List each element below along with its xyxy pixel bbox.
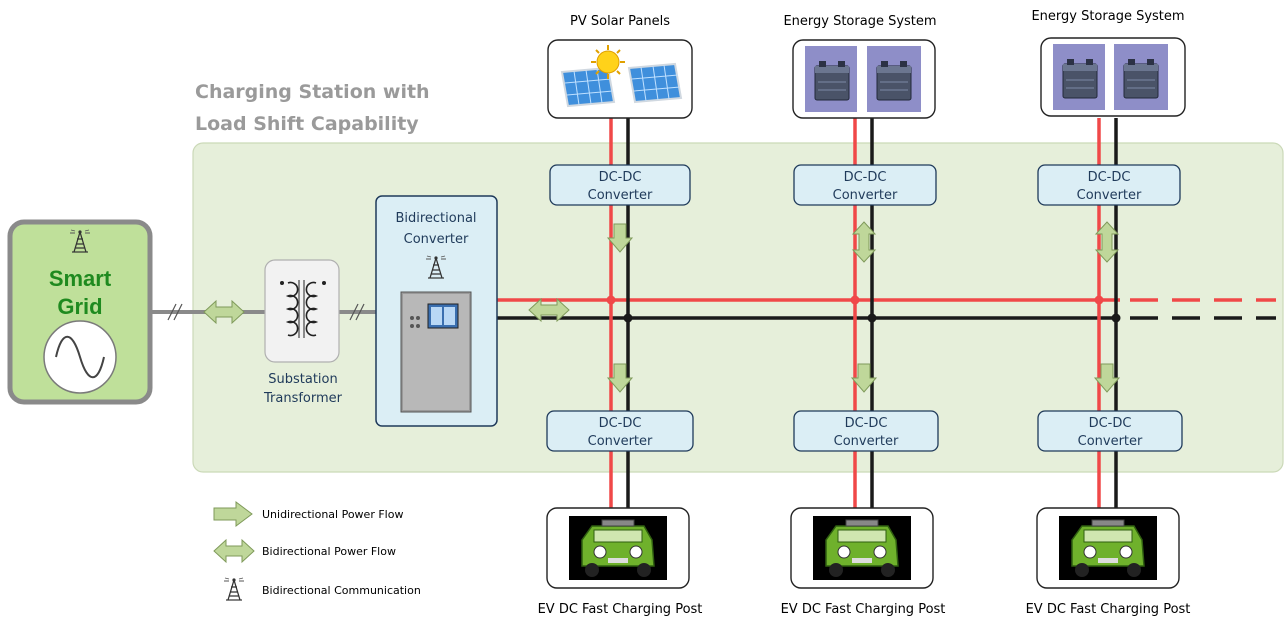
- ev-charging-post-3: EV DC Fast Charging Post: [1026, 507, 1191, 617]
- smart-grid-label-line2: Grid: [57, 294, 102, 319]
- transformer-label-line2: Transformer: [263, 391, 343, 406]
- legend: Unidirectional Power Flow Bidirectional …: [213, 501, 421, 601]
- dcdc-converter-ev-2: DC-DC Converter: [793, 410, 939, 452]
- ev-charging-post-1: EV DC Fast Charging Post: [538, 507, 703, 617]
- svg-text:DC-DC: DC-DC: [1089, 416, 1132, 431]
- ev-label-2: EV DC Fast Charging Post: [781, 602, 946, 617]
- energy-storage-system-2: Energy Storage System: [1031, 9, 1186, 117]
- battery-icon: [876, 60, 912, 101]
- legend-communication: Bidirectional Communication: [223, 577, 421, 601]
- substation-transformer: Substation Transformer: [263, 259, 343, 406]
- energy-storage-system-1: Energy Storage System: [783, 14, 937, 119]
- dcdc-converter-ess-1: DC-DC Converter: [793, 164, 937, 206]
- battery-icon: [1062, 58, 1098, 99]
- battery-icon: [1123, 58, 1159, 99]
- legend-bidirectional-label: Bidirectional Power Flow: [262, 545, 396, 558]
- ev-label-1: EV DC Fast Charging Post: [538, 602, 703, 617]
- ev-icon: [568, 515, 668, 581]
- svg-text:DC-DC: DC-DC: [844, 170, 887, 185]
- dcdc-converter-pv: DC-DC Converter: [549, 164, 691, 206]
- svg-text:DC-DC: DC-DC: [845, 416, 888, 431]
- pv-label: PV Solar Panels: [570, 14, 670, 29]
- smart-grid-label-line1: Smart: [49, 266, 112, 291]
- svg-text:Converter: Converter: [834, 434, 899, 449]
- ev-icon: [812, 515, 912, 581]
- unidirectional-arrow-icon: [213, 501, 253, 527]
- pv-solar-panels: PV Solar Panels: [547, 14, 693, 119]
- svg-text:DC-DC: DC-DC: [1088, 170, 1131, 185]
- bidir-label-line2: Converter: [404, 232, 469, 247]
- ev-label-3: EV DC Fast Charging Post: [1026, 602, 1191, 617]
- dcdc-converter-ess-2: DC-DC Converter: [1037, 164, 1181, 206]
- station-title-line1: Charging Station with: [195, 81, 430, 103]
- bidirectional-converter: Bidirectional Converter: [375, 195, 498, 427]
- smart-grid: Smart Grid: [7, 219, 153, 405]
- svg-text:Converter: Converter: [833, 188, 898, 203]
- three-phase-mark-2: [349, 303, 365, 321]
- legend-communication-label: Bidirectional Communication: [262, 584, 421, 597]
- communication-icon: [223, 577, 245, 601]
- legend-bidirectional: Bidirectional Power Flow: [213, 539, 396, 563]
- transformer-label-line1: Substation: [268, 372, 337, 387]
- dcdc-converter-ev-1: DC-DC Converter: [546, 410, 694, 452]
- svg-text:Converter: Converter: [588, 434, 653, 449]
- junctions: [606, 295, 1121, 323]
- svg-text:DC-DC: DC-DC: [599, 170, 642, 185]
- ess-label-2: Energy Storage System: [1031, 9, 1184, 24]
- ev-icon: [1058, 515, 1158, 581]
- dcdc-converter-ev-3: DC-DC Converter: [1037, 410, 1183, 452]
- svg-text:DC-DC: DC-DC: [599, 416, 642, 431]
- legend-unidirectional-label: Unidirectional Power Flow: [262, 508, 403, 521]
- station-title-line2: Load Shift Capability: [195, 113, 419, 135]
- ess-label-1: Energy Storage System: [783, 14, 936, 29]
- sun-icon: [591, 45, 625, 79]
- svg-text:Converter: Converter: [1077, 188, 1142, 203]
- legend-unidirectional: Unidirectional Power Flow: [213, 501, 403, 527]
- bidir-label-line1: Bidirectional: [395, 211, 476, 226]
- bidirectional-arrow-icon: [213, 539, 255, 563]
- svg-text:Converter: Converter: [588, 188, 653, 203]
- battery-icon: [814, 60, 850, 101]
- svg-text:Converter: Converter: [1078, 434, 1143, 449]
- three-phase-mark-1: [167, 303, 183, 321]
- ev-charging-post-2: EV DC Fast Charging Post: [781, 507, 946, 617]
